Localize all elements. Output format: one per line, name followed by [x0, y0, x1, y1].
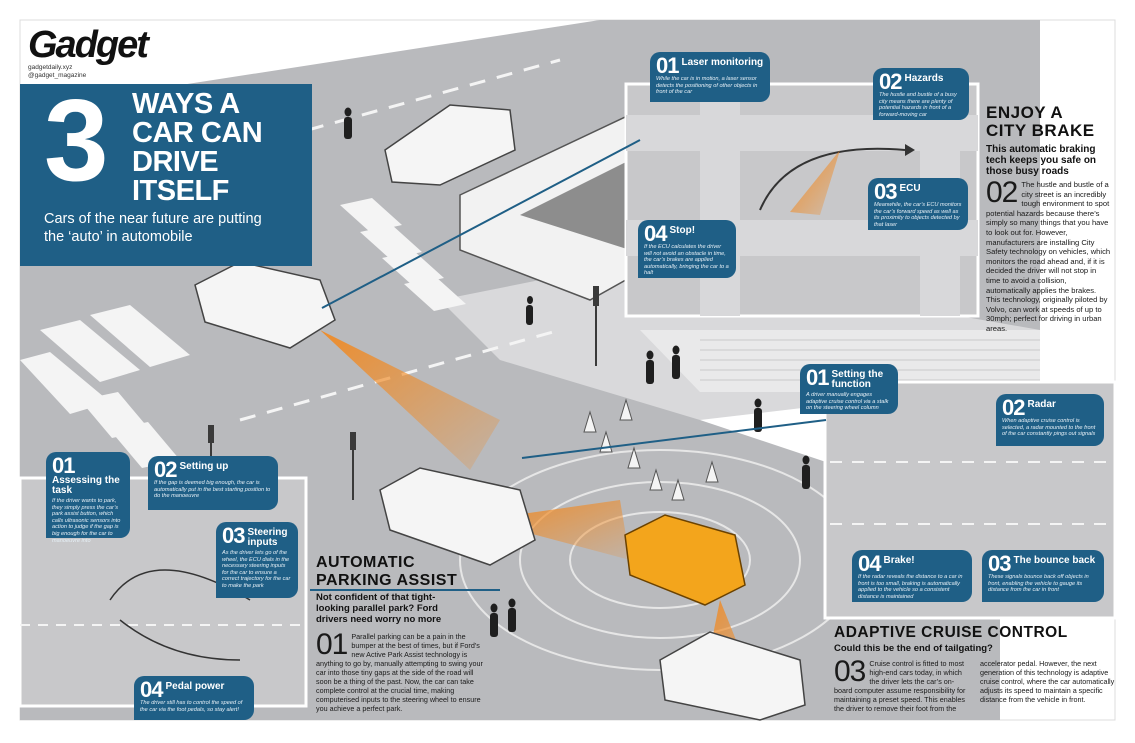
callout-number: 04 [858, 551, 882, 576]
callout-number: 03 [222, 523, 246, 548]
city-brake-title-2: CITY BRAKE [986, 121, 1095, 140]
headline-panel [20, 84, 312, 266]
callout-steering-inputs: 03 Steering inputs As the driver lets go… [216, 522, 298, 598]
cruise-body-number: 03 [834, 655, 866, 688]
callout-text: If the radar reveals the distance to a c… [858, 574, 963, 600]
callout-text: If the driver wants to park, they simply… [52, 498, 121, 544]
headline: 3 WAYS A CAR CAN DRIVE ITSELF Cars of th… [44, 82, 308, 266]
site-url: gadgetdaily.xyz [28, 64, 73, 71]
callout-number: 04 [140, 677, 164, 702]
callout-title: Brake! [883, 555, 915, 566]
callout-number: 04 [644, 221, 668, 246]
callout-number: 03 [988, 551, 1012, 576]
headline-subtitle-1: Cars of the near future are putting [44, 211, 262, 227]
callout-title: Hazards [904, 73, 944, 84]
callout-text: Meanwhile, the car’s ECU monitors the ca… [874, 202, 962, 228]
headline-line-3: DRIVE [132, 146, 219, 178]
parking-title: AUTOMATIC PARKING ASSIST [316, 554, 458, 589]
parking-article: AUTOMATIC PARKING ASSIST Not confident o… [316, 554, 466, 625]
cruise-title: ADAPTIVE CRUISE CONTROL [834, 624, 1068, 641]
callout-text: The hustle and bustle of a busy city mea… [879, 92, 957, 118]
cruise-subtitle: Could this be the end of tailgating? [834, 643, 993, 654]
callout-title: ECU [899, 183, 921, 194]
callout-text: If the ECU calculates the driver will no… [644, 244, 729, 277]
callout-bounce-back: 03 The bounce back These signals bounce … [982, 550, 1104, 602]
callout-text: While the car is in motion, a laser sens… [656, 76, 758, 96]
gadget-logo: Gadget gadgetdaily.xyz @gadget_magazine [28, 24, 149, 80]
callout-text: The driver still has to control the spee… [140, 700, 243, 713]
callout-title: Setting up [179, 461, 229, 472]
headline-number: 3 [44, 75, 109, 205]
callout-title: Steering inputs [247, 527, 288, 548]
callout-text: These signals bounce back off objects in… [988, 574, 1089, 594]
pedestrian [344, 107, 810, 637]
headline-line-2: CAR CAN [132, 117, 263, 149]
callout-text: When adaptive cruise control is selected… [1002, 418, 1096, 438]
city-brake-article: ENJOY A CITY BRAKE This automatic brakin… [986, 104, 1111, 334]
callout-radar: 02 Radar When adaptive cruise control is… [996, 394, 1104, 446]
callout-number: 01 [806, 365, 830, 390]
callout-number: 01 [52, 453, 76, 478]
callout-assessing-task: 01 Assessing the task If the driver want… [46, 452, 130, 544]
city-brake-subtitle: This automatic braking tech keeps you sa… [986, 144, 1097, 177]
callout-brake: 04 Brake! If the radar reveals the dista… [852, 550, 972, 602]
social-handle: @gadget_magazine [28, 72, 87, 79]
callout-pedal-power: 04 Pedal power The driver still has to c… [134, 676, 254, 720]
callout-text: If the gap is deemed big enough, the car… [154, 480, 271, 500]
callout-number: 02 [154, 457, 178, 482]
callout-title: Pedal power [165, 681, 225, 692]
city-brake-title-1: ENJOY A [986, 103, 1064, 122]
callout-number: 01 [656, 53, 680, 78]
callout-title: Laser monitoring [681, 57, 764, 68]
parking-body-text: Parallel parking can be a pain in the bu… [316, 632, 483, 713]
callout-stop: 04 Stop! If the ECU calculates the drive… [638, 220, 736, 278]
cruise-body-text: Cruise control is fitted to most high-en… [834, 659, 1115, 713]
logo-wordmark: Gadget [28, 24, 149, 66]
callout-title: Setting the function [831, 369, 884, 390]
zebra-crossing [20, 198, 466, 468]
callout-title: Assessing the task [52, 475, 120, 496]
cruise-body: 03 Cruise control is fitted to most high… [834, 655, 1116, 714]
headline-line-1: WAYS A [132, 88, 240, 120]
callout-hazards: 02 Hazards The hustle and bustle of a bu… [873, 68, 969, 120]
headline-line-4: ITSELF [132, 175, 229, 207]
callout-number: 02 [879, 69, 903, 94]
city-brake-body-text: The hustle and bustle of a city street i… [986, 180, 1111, 333]
callout-setting-function: 01 Setting the function A driver manuall… [800, 364, 898, 414]
callout-text: A driver manually engages adaptive cruis… [806, 392, 889, 412]
callout-number: 03 [874, 179, 898, 204]
parking-body-number: 01 [316, 628, 348, 661]
headline-subtitle-2: the ‘auto’ in automobile [44, 229, 193, 245]
cruise-article: ADAPTIVE CRUISE CONTROL Could this be th… [834, 624, 1116, 713]
callout-ecu: 03 ECU Meanwhile, the car’s ECU monitors… [868, 178, 968, 230]
callout-title: Radar [1027, 399, 1056, 410]
building [640, 330, 1040, 392]
callout-number: 02 [1002, 395, 1026, 420]
city-brake-body-number: 02 [986, 176, 1018, 209]
parking-subtitle: Not confident of that tight-looking para… [316, 592, 442, 625]
callout-title: Stop! [669, 225, 696, 236]
callout-title: The bounce back [1013, 555, 1096, 566]
city-brake-body: 02 The hustle and bustle of a city stree… [986, 176, 1111, 334]
callout-setting-up: 02 Setting up If the gap is deemed big e… [148, 456, 278, 510]
callout-text: As the driver lets go of the wheel, the … [222, 550, 291, 589]
callout-laser-monitoring: 01 Laser monitoring While the car is in … [650, 52, 770, 102]
parking-body: 01 Parallel parking can be a pain in the… [316, 628, 488, 714]
laser-beam [320, 330, 500, 470]
